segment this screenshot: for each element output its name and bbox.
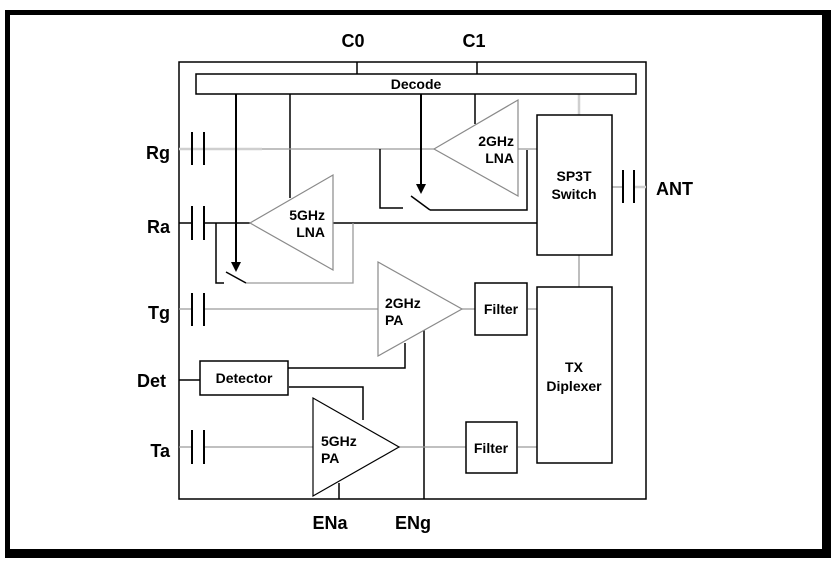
- 5g-lna-triangle: [248, 173, 334, 272]
- 5g-pa-triangle: [312, 396, 401, 498]
- detector-label: Detector: [216, 370, 273, 386]
- module-outline: [178, 61, 647, 500]
- diagram-frame: [5, 10, 831, 558]
- switch-label-line2: Switch: [551, 186, 596, 202]
- decode-arrow-2g-head: [416, 184, 426, 194]
- 2g-pa-to-detector-wire: [288, 343, 406, 369]
- tx-diplexer-block: [536, 286, 613, 464]
- 2g-pa-label-line1: 2GHz: [385, 295, 421, 311]
- 5g-filter-label: Filter: [474, 440, 509, 456]
- 2g-bypass-left-wire: [379, 149, 403, 209]
- 2g-lna-label-line2: LNA: [485, 150, 514, 166]
- pin-ant-label: ANT: [656, 179, 693, 199]
- 2g-bypass-switch: [410, 195, 431, 211]
- ant-capacitor: [622, 170, 635, 203]
- 5g-pa-to-detector-wire: [289, 386, 364, 420]
- 5g-lna-label-line1: 5GHz: [289, 207, 325, 223]
- 5g-lna-label-line2: LNA: [296, 224, 325, 240]
- pin-det-label: Det: [137, 371, 166, 391]
- 2g-bypass-right-wire: [430, 150, 528, 211]
- ra-capacitor: [191, 206, 205, 240]
- 5g-pa-label-line1: 5GHz: [321, 433, 357, 449]
- decode-block: [195, 73, 637, 95]
- pin-c1-label: C1: [462, 31, 485, 51]
- pin-rg-label: Rg: [146, 143, 170, 163]
- decode-arrow-5g-head: [231, 262, 241, 272]
- pin-ra-label: Ra: [147, 217, 171, 237]
- 5g-pa-label-line2: PA: [321, 450, 339, 466]
- pin-ena-label: ENa: [312, 513, 348, 533]
- 5g-bypass-left-wire: [215, 223, 224, 284]
- diplexer-label-line2: Diplexer: [546, 378, 602, 394]
- 5g-bypass-right-wire: [246, 223, 354, 284]
- 2g-filter-block: [474, 282, 528, 336]
- 5g-filter-block: [465, 421, 518, 474]
- switch-label-line1: SP3T: [556, 168, 591, 184]
- 2g-pa-label-line2: PA: [385, 312, 403, 328]
- 2g-lna-label-line1: 2GHz: [478, 133, 514, 149]
- pin-tg-label: Tg: [148, 303, 170, 323]
- detector-block: [199, 360, 289, 396]
- 2g-filter-label: Filter: [484, 301, 519, 317]
- sp3t-switch-block: [536, 114, 613, 256]
- pin-c0-label: C0: [341, 31, 364, 51]
- ta-capacitor: [191, 430, 205, 464]
- 2g-pa-triangle: [377, 260, 464, 358]
- decode-label: Decode: [391, 76, 442, 92]
- 2g-lna-triangle: [432, 98, 519, 198]
- rg-capacitor: [191, 132, 205, 165]
- tg-capacitor: [191, 293, 205, 326]
- diplexer-label-line1: TX: [565, 359, 584, 375]
- pin-eng-label: ENg: [395, 513, 431, 533]
- pin-ta-label: Ta: [150, 441, 171, 461]
- 5g-bypass-switch: [225, 271, 247, 284]
